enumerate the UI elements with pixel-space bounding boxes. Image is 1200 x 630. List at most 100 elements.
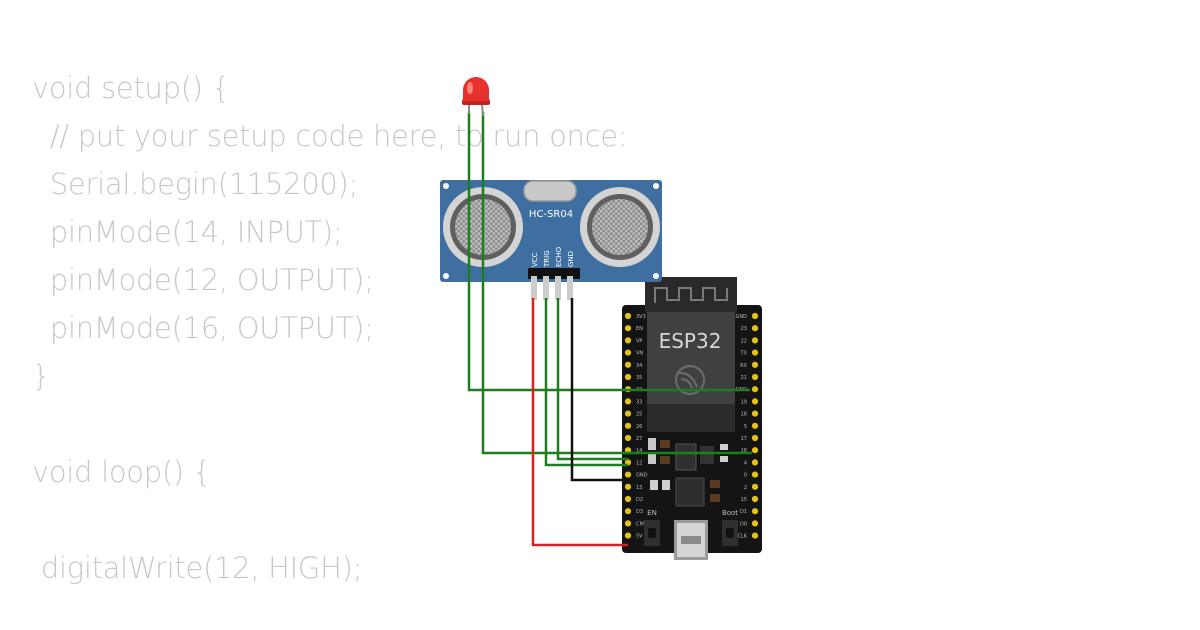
pin-label: 5 <box>744 424 747 430</box>
pin-label: GND <box>636 473 648 479</box>
wire-led-to-esp32-2 <box>481 112 752 455</box>
code-line: } <box>32 359 51 393</box>
pin-label: 25 <box>636 412 642 418</box>
en-button[interactable] <box>644 520 660 546</box>
esp32-label: ESP32 <box>659 329 722 353</box>
red-led[interactable] <box>462 77 490 117</box>
header-pin[interactable] <box>624 325 632 332</box>
hc-sr04-sensor[interactable]: HC-SR04 VCC TRIG ECHO GND <box>440 180 662 300</box>
pin-label: RX <box>740 363 747 369</box>
pin-label: D2 <box>636 497 643 503</box>
pin-label: 21 <box>741 375 747 381</box>
header-pin[interactable] <box>624 337 632 344</box>
boot-label: Boot <box>722 509 738 517</box>
header-pin[interactable] <box>751 410 759 417</box>
header-pin[interactable] <box>624 483 632 490</box>
header-pin[interactable] <box>751 422 759 429</box>
header-pin[interactable] <box>624 532 632 539</box>
code-line: void loop() { <box>32 455 211 489</box>
header-pin[interactable] <box>751 471 759 478</box>
pin-label: 0 <box>744 473 747 479</box>
wire-echo <box>556 298 628 461</box>
header-pin[interactable] <box>624 422 632 429</box>
pin-label: 16 <box>741 448 747 454</box>
header-pin[interactable] <box>751 312 759 320</box>
pin-label: 14 <box>636 448 642 454</box>
crystal-oscillator <box>523 180 577 202</box>
esp32-module-shield <box>647 312 735 404</box>
pin-label: 5V <box>636 534 643 540</box>
pin-label: 3V3 <box>636 314 646 320</box>
pin-label: CMD <box>636 521 648 527</box>
wires <box>467 112 752 547</box>
pin-label: 23 <box>741 326 747 332</box>
sensor-pin-label: GND <box>567 251 575 267</box>
header-pin[interactable] <box>751 447 759 454</box>
header-pin[interactable] <box>624 361 632 368</box>
header-pin[interactable] <box>751 434 759 442</box>
board-components <box>648 438 728 507</box>
header-pin[interactable] <box>624 349 632 356</box>
header-pin[interactable] <box>624 508 632 515</box>
esp32-board[interactable]: ESP32 3V3ENVPVN343532332526271412GND13D2… <box>622 277 762 560</box>
pin-label: EN <box>636 326 643 332</box>
header-pin[interactable] <box>751 483 759 490</box>
code-line: pinMode(14, INPUT); <box>32 215 343 249</box>
esp32-module-base <box>647 404 735 432</box>
header-pin[interactable] <box>624 410 632 417</box>
header-pin[interactable] <box>751 337 759 344</box>
espressif-logo-icon <box>674 364 706 396</box>
code-line: pinMode(16, OUTPUT); <box>32 311 374 345</box>
header-pin[interactable] <box>624 398 632 405</box>
pin-label: 4 <box>744 460 747 466</box>
header-pin[interactable] <box>751 361 759 368</box>
pin-label: GND <box>736 314 748 320</box>
header-pin[interactable] <box>751 520 759 527</box>
pin-label: 34 <box>636 363 642 369</box>
ultrasonic-receiver <box>580 187 660 267</box>
pin-label: VP <box>636 338 642 344</box>
pin-label: CLK <box>737 534 747 540</box>
pin-label: VN <box>636 351 643 357</box>
pin-label: 22 <box>741 338 747 344</box>
header-pin[interactable] <box>751 386 759 393</box>
code-line: Serial.begin(115200); <box>32 167 359 201</box>
header-pin[interactable] <box>751 398 759 405</box>
header-pin[interactable] <box>624 520 632 527</box>
pin-label: D0 <box>740 521 747 527</box>
pin-label: D3 <box>636 509 643 515</box>
header-pin[interactable] <box>751 349 759 356</box>
header-pin[interactable] <box>751 459 759 466</box>
code-line: digitalWrite(12, HIGH); <box>32 551 363 585</box>
pin-label: 26 <box>636 424 642 430</box>
header-pin[interactable] <box>751 373 759 381</box>
header-pin[interactable] <box>624 373 632 381</box>
header-pin[interactable] <box>624 434 632 442</box>
header-pin[interactable] <box>751 532 759 539</box>
header-pin[interactable] <box>624 495 632 503</box>
pin-label: D1 <box>740 509 747 515</box>
header-pin[interactable] <box>751 508 759 515</box>
header-pin[interactable] <box>751 495 759 503</box>
antenna-trace <box>654 287 728 303</box>
header-pin[interactable] <box>624 471 632 478</box>
usb-port-icon <box>674 520 708 560</box>
sensor-model-label: HC-SR04 <box>529 209 573 220</box>
code-line: // put your setup code here, to run once… <box>32 119 628 153</box>
boot-button[interactable] <box>722 520 738 546</box>
en-label: EN <box>647 509 657 517</box>
sensor-pin-label: ECHO <box>555 246 563 267</box>
header-pin[interactable] <box>751 325 759 332</box>
wire-trig <box>544 298 628 467</box>
pin-label: 27 <box>636 436 642 442</box>
wire-gnd <box>570 298 628 482</box>
pin-label: 2 <box>744 485 747 491</box>
sensor-pin-label: TRIG <box>543 250 551 268</box>
led-leg <box>481 103 484 117</box>
pin-label: 19 <box>741 399 747 405</box>
header-pin[interactable] <box>624 312 632 320</box>
pin-label: 13 <box>636 485 642 491</box>
